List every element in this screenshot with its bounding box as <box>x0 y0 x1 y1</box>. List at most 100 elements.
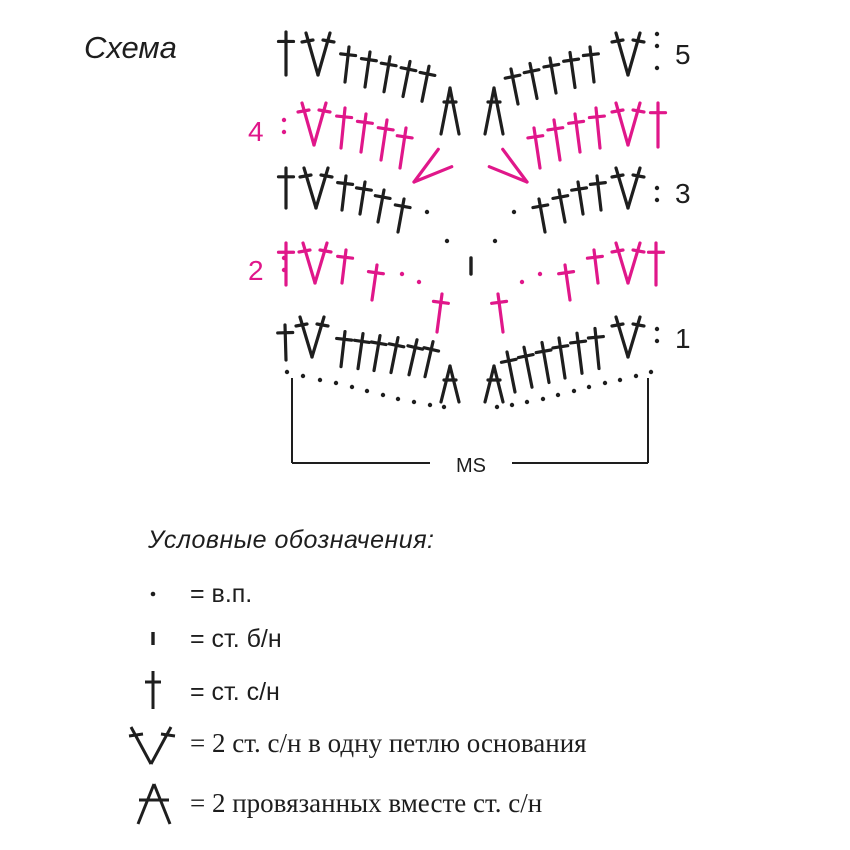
double-crochet-stitch <box>534 340 553 385</box>
increase-stitch <box>294 315 330 359</box>
chain-stitch <box>571 388 577 394</box>
double-crochet-stitch <box>335 330 354 369</box>
double-crochet-stitch <box>352 332 371 371</box>
increase-stitch <box>412 147 454 184</box>
chain-stitch <box>524 399 530 405</box>
chain-stitch <box>444 238 450 244</box>
legend-text-decrease: = 2 провязанных вместе ст. с/н <box>190 788 543 818</box>
chain-stitch <box>586 384 592 390</box>
repeat-label: MS <box>456 455 486 477</box>
chain-stitch <box>537 271 543 277</box>
double-crochet-stitch <box>503 67 522 106</box>
double-crochet-stitch <box>431 292 450 334</box>
increase-icon <box>128 726 176 765</box>
double-crochet-stitch <box>355 112 374 154</box>
double-crochet-stitch <box>585 248 604 285</box>
double-crochet-stitch <box>557 263 576 302</box>
double-crochet-stitch <box>562 50 581 90</box>
double-crochet-stitch <box>551 188 570 224</box>
chain-stitch <box>492 238 498 244</box>
chain-stitch <box>654 338 660 344</box>
double-crochet-stitch <box>369 333 388 373</box>
double-crochet-stitch <box>422 340 441 379</box>
decrease-icon <box>136 783 172 825</box>
single-crochet-icon <box>151 632 155 645</box>
chain-stitch <box>602 380 608 386</box>
chain-stitch <box>333 380 339 386</box>
double-crochet-stitch <box>395 126 414 170</box>
chain-stitch <box>654 185 660 191</box>
chain-stitch <box>519 279 525 285</box>
row-label-4: 4 <box>248 116 264 147</box>
double-crochet-stitch <box>276 30 296 77</box>
row-label-5: 5 <box>675 39 691 70</box>
chain-stitch <box>427 402 433 408</box>
double-crochet-stitch <box>376 118 395 162</box>
increase-stitch <box>300 31 336 77</box>
double-crochet-stitch <box>336 248 355 285</box>
chain-stitch <box>654 43 660 49</box>
chain-stitch <box>317 377 323 383</box>
double-crochet-stitch <box>276 166 296 210</box>
chain-stitch <box>555 392 561 398</box>
chain-stitch <box>380 392 386 398</box>
double-crochet-stitch <box>588 174 607 212</box>
double-crochet-stitch <box>570 180 589 216</box>
decrease-stitch <box>483 86 505 136</box>
decrease-stitch <box>439 86 461 136</box>
chain-stitch <box>441 404 447 410</box>
double-crochet-stitch <box>648 101 668 149</box>
chain-stitch <box>281 129 287 135</box>
double-crochet-stitch <box>359 50 378 89</box>
double-crochet-stitch <box>581 45 600 84</box>
chain-stitch <box>654 31 660 37</box>
double-crochet-stitch <box>499 350 518 394</box>
decrease-stitch <box>439 364 461 404</box>
legend-title: Условные обозначения: <box>148 526 435 554</box>
chain-stitch <box>399 271 405 277</box>
increase-stitch <box>610 241 646 285</box>
double-crochet-stitch <box>379 55 398 94</box>
double-crochet-stitch <box>569 331 588 375</box>
increase-stitch <box>297 241 333 285</box>
chain-stitch <box>633 373 639 379</box>
double-crochet-stitch <box>387 336 406 375</box>
chain-stitch <box>540 396 546 402</box>
row-label-2: 2 <box>248 255 264 286</box>
chain-stitch <box>494 404 500 410</box>
chain-stitch <box>424 209 430 215</box>
legend-text-single-crochet: = ст. б/н <box>190 625 282 653</box>
double-crochet-stitch <box>373 188 392 224</box>
double-crochet-stitch <box>516 345 535 389</box>
legend-text-chain: = в.п. <box>190 580 253 608</box>
increase-stitch <box>610 315 646 359</box>
repeat-bracket: MS <box>291 378 649 477</box>
increase-stitch <box>298 166 334 210</box>
double-crochet-stitch <box>354 180 373 216</box>
double-crochet-stitch <box>490 292 509 334</box>
double-crochet-stitch <box>567 112 586 154</box>
double-crochet-icon <box>145 671 161 709</box>
double-crochet-stitch <box>339 45 358 84</box>
row-numbers: 1 2 3 4 5 <box>248 39 691 354</box>
double-crochet-stitch <box>418 64 437 103</box>
double-crochet-stitch <box>335 106 354 150</box>
chain-stitch <box>511 209 517 215</box>
chain-stitch <box>509 402 515 408</box>
chain-stitch <box>284 369 290 375</box>
double-crochet-stitch <box>406 338 425 377</box>
row-label-1: 1 <box>675 323 691 354</box>
double-crochet-stitch <box>586 326 605 371</box>
double-crochet-stitch <box>276 241 296 287</box>
double-crochet-stitch <box>587 106 606 150</box>
scheme-title: Схема <box>84 30 177 65</box>
double-crochet-stitch <box>522 61 541 101</box>
chain-stitch <box>654 326 660 332</box>
legend-text-increase: = 2 ст. с/н в одну петлю основания <box>190 728 587 758</box>
chain-stitch <box>617 377 623 383</box>
row-label-3: 3 <box>675 178 691 209</box>
double-crochet-stitch <box>542 56 561 95</box>
decrease-stitch <box>483 364 505 404</box>
increase-stitch <box>296 101 332 147</box>
double-crochet-stitch <box>526 126 545 170</box>
